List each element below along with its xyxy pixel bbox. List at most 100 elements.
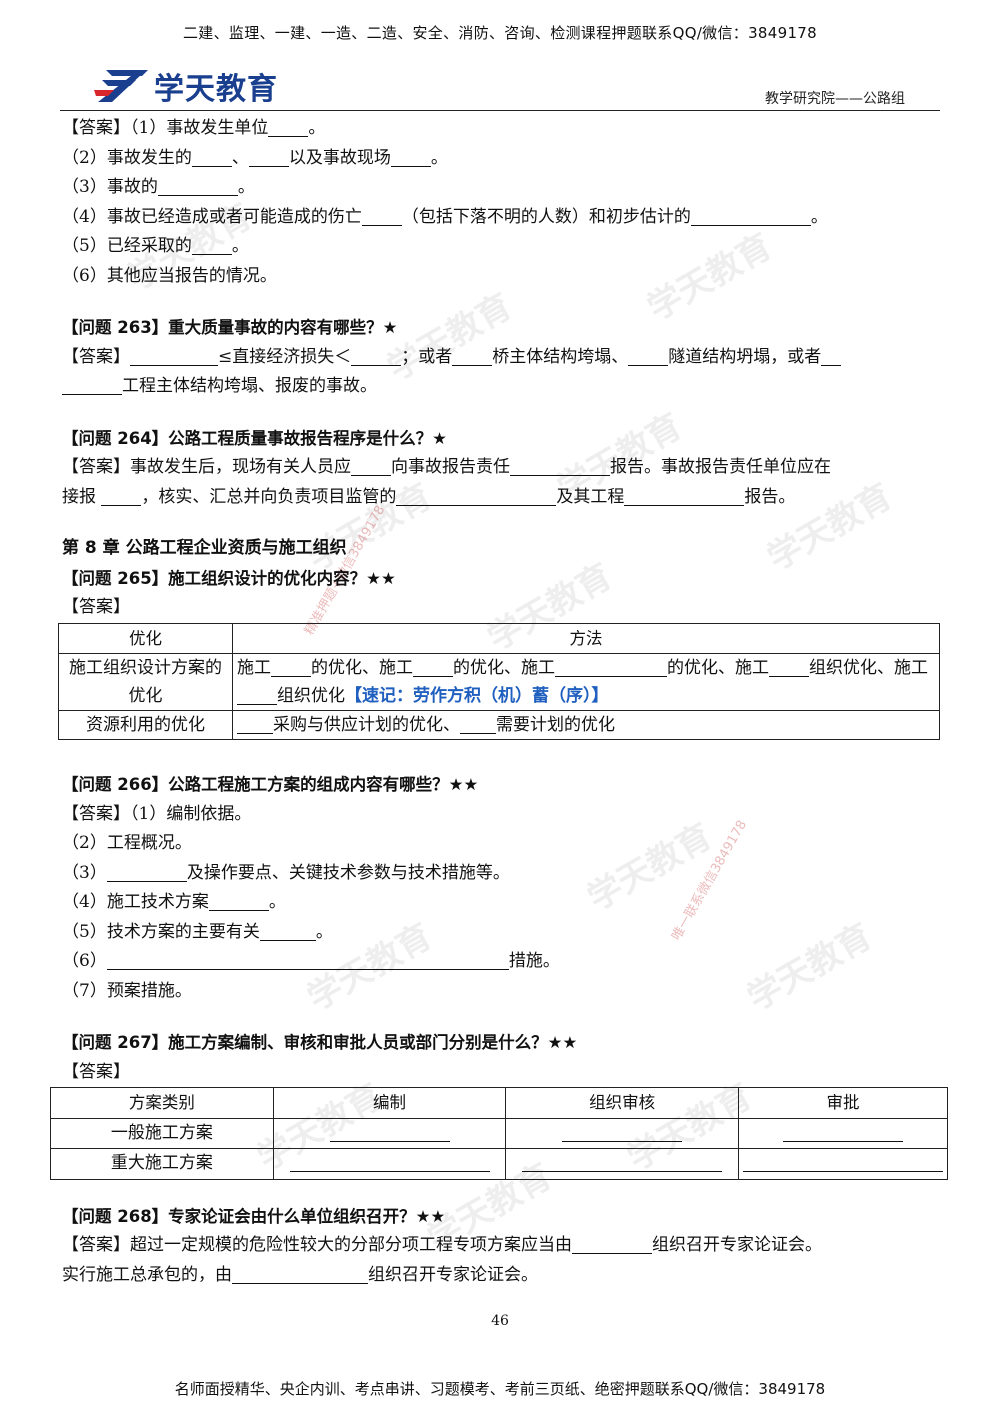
- answer-text: （6）: [62, 951, 107, 971]
- cell-text: 的优化、施工: [453, 658, 555, 678]
- answer-text: 。: [237, 177, 255, 197]
- fill-blank: [690, 207, 811, 226]
- answer-text: （5）技术方案的主要有关: [62, 921, 260, 942]
- fill-blank: [769, 658, 809, 677]
- fill-blank: [510, 457, 610, 476]
- table-cell: 施工的优化、施工的优化、施工的优化、施工组织优化、施工组织优化【速记：劳作方积（…: [232, 653, 940, 711]
- table-cell: [272, 1117, 507, 1149]
- answer-text: （7）预案措施。: [62, 980, 192, 1001]
- cell-text: 需要计划的优化: [496, 715, 615, 735]
- answer-text: 组织召开专家论证会。: [368, 1264, 538, 1285]
- answer-text: 【答案】（1）编制依据。: [62, 803, 252, 824]
- answer-label: 【答案】: [62, 597, 130, 617]
- fill-blank: [106, 863, 187, 882]
- answer-text: （2）工程概况。: [62, 833, 192, 853]
- fill-blank: [821, 347, 842, 366]
- fill-blank: [572, 1235, 652, 1254]
- answer-text: 。: [810, 206, 828, 227]
- page-number: 46: [491, 1313, 509, 1329]
- fill-blank: [208, 892, 269, 911]
- table-header: 方法: [232, 622, 940, 654]
- answer-text: ，核实、汇总并向负责项目监管的: [141, 486, 397, 507]
- fill-blank: [351, 347, 402, 366]
- fill-blank: [248, 148, 289, 167]
- answer-text: ；或者: [401, 346, 453, 367]
- answer-label: 【答案】: [62, 1061, 130, 1082]
- fill-blank: [460, 715, 496, 734]
- table-cell: 施工组织设计方案的优化: [58, 653, 233, 711]
- question-264-title: 【问题 264】公路工程质量事故报告程序是什么？★: [62, 428, 447, 448]
- cell-text: 的优化、施工: [667, 658, 769, 678]
- answer-text: 【答案】（1）事故发生单位: [62, 118, 269, 138]
- answer-text: 、: [231, 147, 249, 168]
- cell-text: 的优化、施工: [311, 658, 413, 678]
- answer-text: （包括下落不明的人数）和初步估计的: [401, 206, 691, 227]
- fill-blank: [232, 1265, 368, 1284]
- answer-text: 。: [231, 236, 249, 256]
- logo-text: 学天教育: [154, 72, 278, 107]
- fill-blank: [106, 951, 509, 970]
- mnemonic-text: 【速记：劳作方积（机）蓄（序）】: [345, 686, 609, 706]
- fill-blank: [351, 457, 391, 476]
- answer-text: 向事故报告责任: [391, 457, 510, 477]
- answer-text: 报告。事故报告责任单位应在: [610, 457, 831, 477]
- table-header: 优化: [58, 622, 233, 654]
- header-divider: [60, 110, 940, 111]
- table-header: 审批: [738, 1087, 948, 1119]
- fill-blank: [62, 376, 122, 395]
- footer-text: 名师面授精华、央企内训、考点串讲、习题模考、考前三页纸、绝密押题联系QQ/微信：…: [174, 1380, 826, 1398]
- header-top-line: 二建、监理、一建、一造、二造、安全、消防、咨询、检测课程押题联系QQ/微信：38…: [183, 24, 817, 42]
- fill-blank: [259, 922, 316, 941]
- table-header: 组织审核: [505, 1087, 739, 1119]
- table-cell: [505, 1148, 739, 1180]
- answer-text: （5）已经采取的: [62, 236, 192, 256]
- answer-text: 组织召开专家论证会。: [652, 1235, 822, 1255]
- fill-blank: [101, 487, 142, 506]
- answer-text: 【答案】事故发生后，现场有关人员应: [62, 457, 351, 477]
- table-cell: [272, 1148, 507, 1180]
- question-268-title: 【问题 268】专家论证会由什么单位组织召开？★★: [62, 1206, 446, 1226]
- fill-blank: [628, 347, 669, 366]
- table-header: 编制: [272, 1087, 507, 1119]
- answer-text: （3）事故的: [62, 177, 158, 197]
- fill-blank: [237, 715, 273, 734]
- table-row: 一般施工方案: [50, 1117, 948, 1149]
- table-cell: [505, 1117, 739, 1149]
- fill-blank: [452, 347, 493, 366]
- answer-text: ≤直接经济损失＜: [218, 346, 352, 367]
- table-cell: [738, 1117, 948, 1149]
- answer-text: 。: [430, 147, 448, 168]
- answer-text: 实行施工总承包的，由: [62, 1264, 232, 1285]
- fill-blank: [562, 1123, 683, 1142]
- answer-text: （6）其他应当报告的情况。: [62, 265, 277, 286]
- fill-blank: [271, 658, 311, 677]
- table-cell: 资源利用的优化: [58, 710, 233, 740]
- question-266-title: 【问题 266】公路工程施工方案的组成内容有哪些？★★: [62, 775, 479, 794]
- answer-text: 以及事故现场: [288, 147, 391, 168]
- answer-text: 工程主体结构垮塌、报废的事故。: [122, 376, 377, 396]
- optimization-table: 优化 方法 施工组织设计方案的优化 施工的优化、施工的优化、施工的优化、施工组织…: [58, 622, 940, 740]
- table-cell: [738, 1148, 948, 1180]
- table-row: 资源利用的优化 采购与供应计划的优化、需要计划的优化: [58, 710, 940, 740]
- fill-blank: [783, 1123, 903, 1142]
- table-cell: 一般施工方案: [50, 1117, 274, 1149]
- fill-blank: [396, 487, 557, 506]
- fill-blank: [130, 347, 218, 366]
- header-department: 教学研究院——公路组: [765, 91, 905, 107]
- table-cell: 采购与供应计划的优化、需要计划的优化: [232, 710, 940, 740]
- answer-text: 。: [268, 892, 286, 912]
- question-265-title: 【问题 265】施工组织设计的优化内容？★★: [62, 568, 396, 588]
- fill-blank: [191, 236, 232, 255]
- fill-blank: [157, 177, 238, 196]
- answer-text: 【答案】超过一定规模的危险性较大的分部分项工程专项方案应当由: [62, 1235, 572, 1255]
- fill-blank: [191, 148, 232, 167]
- answer-label: 【答案】: [62, 346, 130, 367]
- chapter-heading: 第 8 章 公路工程企业资质与施工组织: [62, 538, 347, 558]
- table-header: 方案类别: [50, 1087, 274, 1119]
- fill-blank: [743, 1153, 943, 1172]
- table-row: 重大施工方案: [50, 1148, 948, 1180]
- cell-text: 组织优化: [277, 686, 345, 706]
- answer-text: （4）事故已经造成或者可能造成的伤亡: [62, 206, 362, 227]
- question-267-title: 【问题 267】施工方案编制、审核和审批人员或部门分别是什么？★★: [62, 1033, 578, 1052]
- answer-text: 措施。: [508, 951, 560, 971]
